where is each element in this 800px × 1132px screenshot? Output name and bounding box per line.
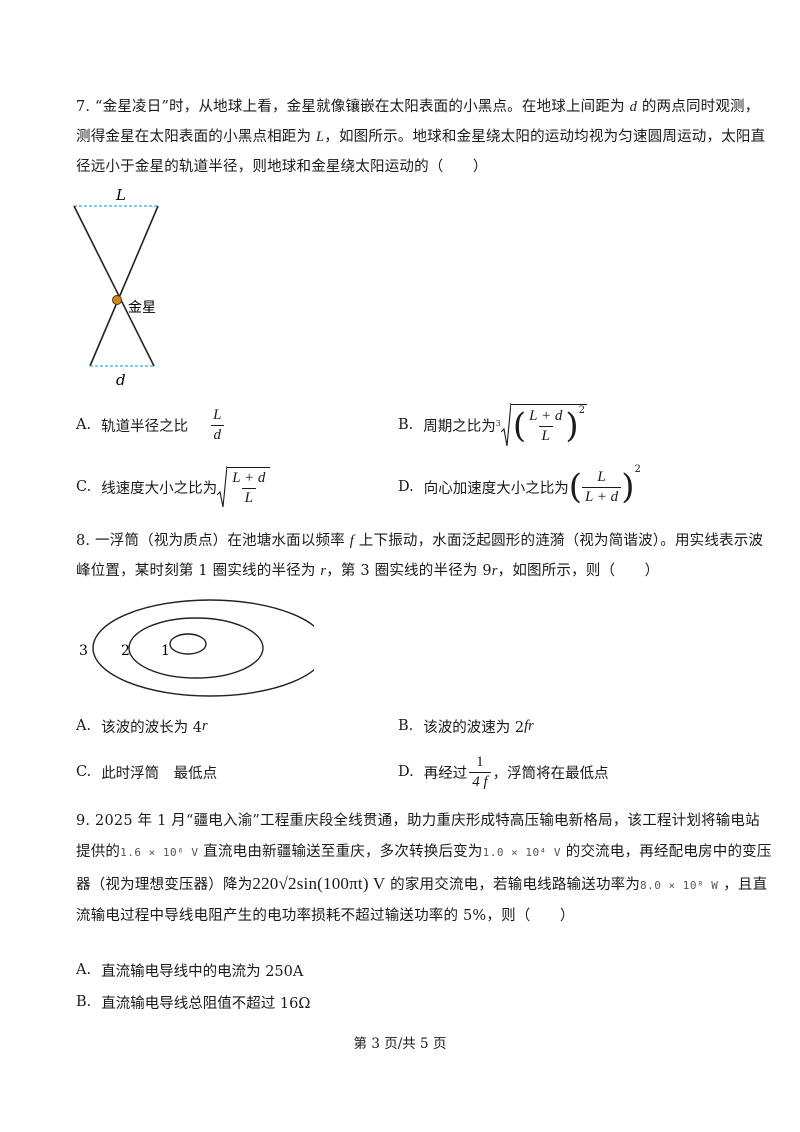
q7-option-b[interactable]: B. 周期之比为 3 ( L + d L ) 2 xyxy=(398,400,587,450)
ripple-label-1: 1 xyxy=(161,643,170,659)
q8-option-c[interactable]: C. 此时浮筒 最低点 xyxy=(76,764,218,782)
q9-line-2: 提供的1.6 × 10⁶ V 直流电由新疆输送至重庆，多次转换后变为1.0 × … xyxy=(76,844,772,860)
cube-root-sign xyxy=(500,402,511,447)
q8-line-1: 8. 一浮筒（视为质点）在池塘水面以频率 f 上下振动，水面泛起圆形的涟漪（视为… xyxy=(76,533,764,549)
q8-line-2: 峰位置，某时刻第 1 圈实线的半径为 r，第 3 圈实线的半径为 9r，如图所示… xyxy=(76,563,660,579)
q8-ripple-figure: 3 2 1 xyxy=(79,599,314,697)
q7-line-2: 测得金星在太阳表面的小黑点相距为 L，如图所示。地球和金星绕太阳的运动均视为匀速… xyxy=(76,129,766,145)
fraction-L-over-d: L d xyxy=(210,407,225,444)
q7-line-3: 径远小于金星的轨道半径，则地球和金星绕太阳运动的（ ） xyxy=(76,159,488,175)
page-footer: 第 3 页/共 5 页 xyxy=(353,1036,447,1052)
q8-option-d[interactable]: D. 再经过 1 4 f ，浮筒将在最低点 xyxy=(398,753,609,791)
q7-figure: L 金星 d xyxy=(73,186,159,389)
figure-label-L: L xyxy=(115,186,126,204)
q7-option-c[interactable]: C. 线速度大小之比为 L + d L xyxy=(76,464,271,510)
ripple-label-2: 2 xyxy=(121,643,130,659)
question-7: 7. “金星凌日”时，从地球上看，金星就像镶嵌在太阳表面的小黑点。在地球上间距为… xyxy=(76,92,766,182)
venus-dot xyxy=(112,295,122,305)
ripple-1 xyxy=(169,633,207,655)
figure-label-d: d xyxy=(116,371,126,389)
q7-option-a[interactable]: A. 轨道半径之比 L d xyxy=(76,404,225,446)
ray-left xyxy=(73,205,155,367)
q9-line-1: 9. 2025 年 1 月“疆电入渝”工程重庆段全线贯通，助力重庆形成特高压输电… xyxy=(76,813,760,829)
q7-line-1: 7. “金星凌日”时，从地球上看，金星就像镶嵌在太阳表面的小黑点。在地球上间距为… xyxy=(76,99,760,115)
ray-right xyxy=(89,205,159,367)
fraction-Ld-over-L-sqrt: L + d L xyxy=(232,470,266,506)
fraction-L-over-Ld: L L + d xyxy=(581,469,622,506)
question-8: 8. 一浮筒（视为质点）在池塘水面以频率 f 上下振动，水面泛起圆形的涟漪（视为… xyxy=(76,526,764,586)
ripple-2 xyxy=(128,617,264,679)
q9-option-b[interactable]: B. 直流输电导线总阻值不超过 16Ω xyxy=(76,994,311,1012)
fraction-Ld-over-L: L + d L xyxy=(529,407,563,444)
q9-line-3: 器（视为理想变压器）降为220√2sin(100πt) V 的家用交流电，若输电… xyxy=(76,874,768,893)
sqrt-sign xyxy=(217,465,228,508)
q7-option-d[interactable]: D. 向心加速度大小之比为 ( L L + d ) 2 xyxy=(398,463,641,508)
q9-option-a[interactable]: A. 直流输电导线中的电流为 250A xyxy=(76,962,304,980)
fraction-1-over-4f: 1 4 f xyxy=(469,754,491,791)
question-9: 9. 2025 年 1 月“疆电入渝”工程重庆段全线贯通，助力重庆形成特高压输电… xyxy=(76,806,772,932)
q9-line-4: 流输电过程中导线电阻产生的电功率损耗不超过输送功率的 5%，则（ ） xyxy=(76,908,575,924)
venus-label: 金星 xyxy=(128,300,156,316)
ripple-3 xyxy=(92,599,314,697)
ripple-label-3: 3 xyxy=(79,643,88,659)
